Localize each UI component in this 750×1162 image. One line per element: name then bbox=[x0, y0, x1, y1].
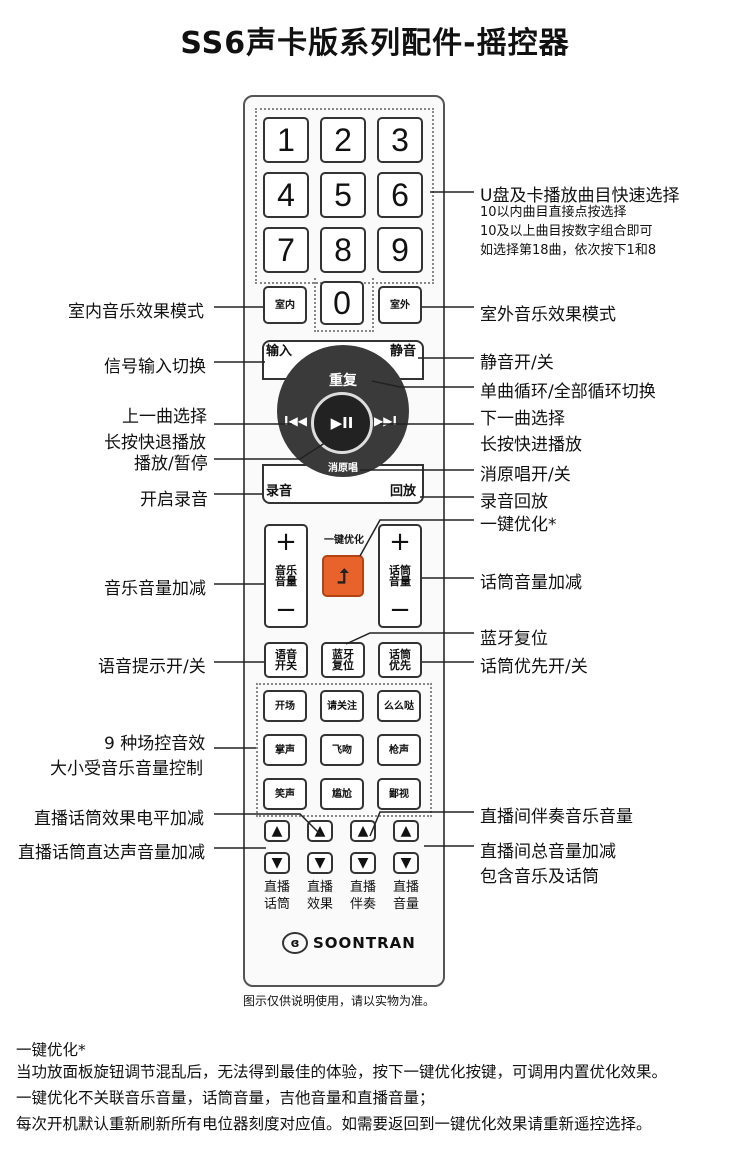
zero-region bbox=[314, 278, 374, 332]
digit-4-button[interactable]: 4 bbox=[263, 172, 309, 218]
play-pause-button[interactable]: ▶II bbox=[311, 392, 373, 454]
brand-logo-icon: ɞ bbox=[282, 932, 308, 954]
label-mic-volume: 话筒音量加减 bbox=[480, 573, 582, 593]
effect-button-8[interactable]: 尴尬 bbox=[320, 778, 364, 810]
effect-button-2[interactable]: 请关注 bbox=[320, 690, 364, 722]
effect-button-1[interactable]: 开场 bbox=[263, 690, 307, 722]
page-title: SS6声卡版系列配件-摇控器 bbox=[180, 26, 570, 61]
optimize-arrow-icon: ⮥ bbox=[337, 564, 349, 588]
playback-button[interactable]: 回放 bbox=[390, 484, 417, 499]
label-mute: 静音开/关 bbox=[480, 353, 554, 373]
live-up-button-4[interactable]: ▲ bbox=[393, 820, 419, 842]
mic-volume-rocker: + 话筒 音量 − bbox=[378, 524, 422, 628]
label-signal-input: 信号输入切换 bbox=[104, 357, 206, 377]
repeat-button[interactable]: 重复 bbox=[329, 373, 357, 389]
effect-button-4[interactable]: 掌声 bbox=[263, 734, 307, 766]
live-up-button-2[interactable]: ▲ bbox=[307, 820, 333, 842]
bt-reset-button[interactable]: 蓝牙 复位 bbox=[321, 642, 365, 678]
label-vocal-cut: 消原唱开/关 bbox=[480, 465, 571, 485]
mic-volume-label: 话筒 音量 bbox=[389, 564, 411, 588]
one-key-opt-label: 一键优化 bbox=[324, 535, 364, 546]
live-label-3: 直播 伴奏 bbox=[349, 880, 376, 912]
effect-button-3[interactable]: 么么哒 bbox=[377, 690, 421, 722]
one-key-opt-button[interactable]: ⮥ bbox=[322, 555, 364, 597]
digit-7-button[interactable]: 7 bbox=[263, 227, 309, 273]
music-volume-label: 音乐 音量 bbox=[275, 564, 297, 588]
label-record: 开启录音 bbox=[140, 490, 208, 510]
caption: 图示仅供说明使用，请以实物为准。 bbox=[243, 994, 436, 1008]
digit-9-button[interactable]: 9 bbox=[377, 227, 423, 273]
digit-3-button[interactable]: 3 bbox=[377, 117, 423, 163]
effect-button-9[interactable]: 鄙视 bbox=[377, 778, 421, 810]
effect-button-5[interactable]: 飞吻 bbox=[320, 734, 364, 766]
label-indoor-mode: 室内音乐效果模式 bbox=[68, 302, 204, 322]
note-line-3: 每次开机默认重新刷新所有电位器刻度对应值。如需要返回到一键优化效果请重新遥控选择… bbox=[16, 1115, 652, 1133]
live-up-button-3[interactable]: ▲ bbox=[350, 820, 376, 842]
music-volume-rocker: + 音乐 音量 − bbox=[264, 524, 308, 628]
digit-8-button[interactable]: 8 bbox=[320, 227, 366, 273]
label-prev-track: 上一曲选择 bbox=[122, 407, 207, 427]
live-down-button-1[interactable]: ▼ bbox=[264, 852, 290, 874]
label-outdoor-mode: 室外音乐效果模式 bbox=[480, 305, 616, 325]
label-mic-effect-level: 直播话筒效果电平加减 bbox=[34, 809, 204, 829]
label-bt-reset: 蓝牙复位 bbox=[480, 629, 548, 649]
digit-1-button[interactable]: 1 bbox=[263, 117, 309, 163]
input-button[interactable]: 输入 bbox=[266, 344, 293, 359]
label-fast-forward: 长按快进播放 bbox=[480, 435, 582, 455]
live-down-button-2[interactable]: ▼ bbox=[307, 852, 333, 874]
label-music-volume: 音乐音量加减 bbox=[104, 579, 206, 599]
label-mic-direct-volume: 直播话筒直达声音量加减 bbox=[18, 843, 205, 863]
live-label-4: 直播 音量 bbox=[392, 880, 419, 912]
brand-name: SOONTRAN bbox=[313, 934, 416, 952]
label-usb-note-2: 10及以上曲目按数字组合即可 bbox=[480, 224, 653, 239]
live-label-1: 直播 话筒 bbox=[263, 880, 290, 912]
digit-2-button[interactable]: 2 bbox=[320, 117, 366, 163]
label-usb-note-1: 10以内曲目直接点按选择 bbox=[480, 205, 627, 220]
label-live-total-1: 直播间总音量加减 bbox=[480, 842, 616, 862]
label-one-key-opt: 一键优化* bbox=[480, 515, 557, 535]
live-up-button-1[interactable]: ▲ bbox=[264, 820, 290, 842]
note-line-2: 一键优化不关联音乐音量，话筒音量，吉他音量和直播音量； bbox=[16, 1089, 435, 1107]
label-live-total-2: 包含音乐及话筒 bbox=[480, 867, 599, 887]
live-down-button-4[interactable]: ▼ bbox=[393, 852, 419, 874]
effects-region bbox=[256, 683, 432, 817]
mic-priority-button[interactable]: 话筒 优先 bbox=[378, 642, 422, 678]
voice-prompt-button[interactable]: 语音 开关 bbox=[264, 642, 308, 678]
digit-0-button[interactable]: 0 bbox=[320, 281, 364, 325]
label-next-track: 下一曲选择 bbox=[480, 409, 565, 429]
label-repeat: 单曲循环/全部循环切换 bbox=[480, 382, 656, 402]
vocal-cut-button[interactable]: 消原唱 bbox=[328, 463, 358, 474]
label-scene-effects-2: 大小受音乐音量控制 bbox=[50, 759, 203, 779]
label-scene-effects-1: 9 种场控音效 bbox=[104, 734, 206, 754]
mic-volume-up[interactable]: + bbox=[389, 527, 411, 557]
live-down-button-3[interactable]: ▼ bbox=[350, 852, 376, 874]
note-title: 一键优化* bbox=[16, 1041, 86, 1059]
effect-button-6[interactable]: 枪声 bbox=[377, 734, 421, 766]
live-label-2: 直播 效果 bbox=[306, 880, 333, 912]
label-voice-prompt: 语音提示开/关 bbox=[98, 657, 206, 677]
label-usb-select: U盘及卡播放曲目快速选择 bbox=[480, 186, 680, 206]
digit-6-button[interactable]: 6 bbox=[377, 172, 423, 218]
note-line-1: 当功放面板旋钮调节混乱后，无法得到最佳的体验，按下一键优化按键，可调用内置优化效… bbox=[16, 1063, 668, 1081]
music-volume-up[interactable]: + bbox=[275, 527, 297, 557]
mute-button[interactable]: 静音 bbox=[390, 344, 417, 359]
mic-volume-down[interactable]: − bbox=[389, 595, 411, 625]
label-mic-priority: 话筒优先开/关 bbox=[480, 657, 588, 677]
label-rewind: 长按快退播放 bbox=[104, 433, 206, 453]
label-live-accomp: 直播间伴奏音乐音量 bbox=[480, 807, 633, 827]
digit-5-button[interactable]: 5 bbox=[320, 172, 366, 218]
outdoor-button[interactable]: 室外 bbox=[378, 286, 422, 324]
music-volume-down[interactable]: − bbox=[275, 595, 297, 625]
label-play-pause: 播放/暂停 bbox=[134, 454, 208, 474]
record-button[interactable]: 录音 bbox=[266, 484, 293, 499]
label-usb-note-3: 如选择第18曲，依次按下1和8 bbox=[480, 243, 657, 258]
effect-button-7[interactable]: 笑声 bbox=[263, 778, 307, 810]
indoor-button[interactable]: 室内 bbox=[263, 286, 307, 324]
label-playback: 录音回放 bbox=[480, 492, 548, 512]
